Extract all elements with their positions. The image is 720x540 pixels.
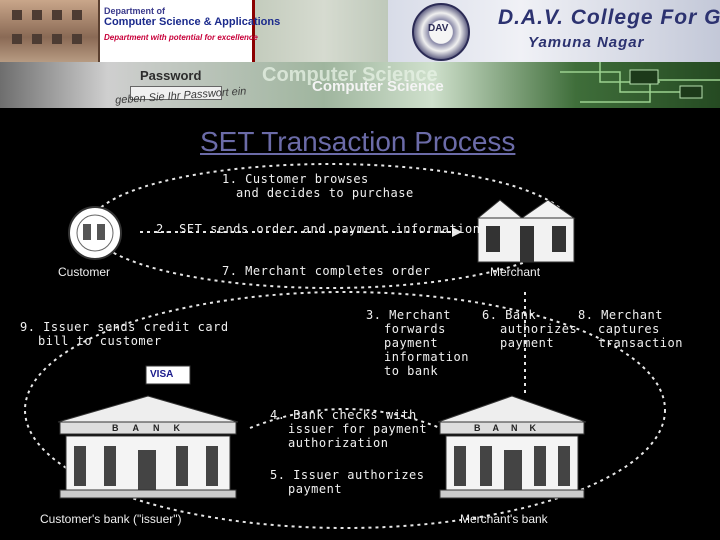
step-5: 5. Issuer authorizes [270, 468, 425, 482]
step-6c: payment [500, 336, 555, 350]
bank-link-arc [249, 408, 441, 429]
merchant-label: Merchant [490, 265, 541, 279]
college-city: Yamuna Nagar [528, 34, 645, 51]
college-header: DAV D.A.V. College For Girls Yamuna Naga… [388, 0, 720, 62]
step-3d: information [384, 350, 469, 364]
merchant-bank-icon [437, 395, 587, 499]
merchant-bank-label: Merchant's bank [460, 512, 548, 526]
step-5b: payment [288, 482, 343, 496]
step-3e: to bank [384, 364, 439, 378]
customer-bank-label: Customer's bank ("issuer") [40, 512, 182, 526]
password-label: Password [140, 68, 202, 83]
step-3b: forwards [384, 322, 446, 336]
step-8b: captures [598, 322, 660, 336]
step-6b: authorizes [500, 322, 578, 336]
step-4c: authorization [288, 436, 389, 450]
circuit-board-graphic [560, 62, 720, 103]
step-9b: bill to customer [38, 334, 162, 348]
customer-icon [68, 206, 122, 260]
header-banner: Department of Computer Science & Applica… [0, 0, 720, 108]
step-1: 1. Customer browses [222, 172, 369, 186]
department-logo: Department of Computer Science & Applica… [100, 0, 280, 62]
step-7: 7. Merchant completes order [222, 264, 431, 278]
seal-text: DAV [428, 23, 449, 34]
cs-text-2: Computer Science [312, 78, 444, 95]
cs-text-1: Computer Science [262, 64, 438, 86]
password-field-graphic [130, 86, 222, 100]
arrowhead [452, 227, 462, 237]
bank-lettering-2: BANK [474, 423, 548, 433]
step-9: 9. Issuer sends credit card [20, 320, 229, 334]
bank-lettering-1: BANK [112, 423, 194, 433]
customer-bank-icon [57, 395, 239, 499]
step-6: 6. Bank [482, 308, 537, 322]
banner-strip: Password geben Sie Ihr Passwort ein Comp… [0, 62, 720, 108]
visa-label: VISA [150, 369, 174, 380]
merchant-store-icon [476, 199, 576, 263]
college-seal: DAV [412, 3, 470, 61]
step-4: 4. Bank checks with [270, 408, 417, 422]
step-1b: and decides to purchase [236, 186, 414, 200]
step-8c: transaction [598, 336, 683, 350]
step-3: 3. Merchant [366, 308, 451, 322]
dept-tagline: Department with potential for excellence [104, 33, 258, 42]
college-name: D.A.V. College For Girls [498, 6, 720, 29]
dept-line1: Department of [104, 6, 166, 16]
dept-line2: Computer Science & Applications [104, 16, 281, 28]
step-2: 2. SET sends order and payment informati… [156, 222, 481, 236]
step-8: 8. Merchant [578, 308, 663, 322]
step-4b: issuer for payment [288, 422, 428, 436]
credit-card-icon [145, 365, 191, 385]
step-3c: payment [384, 336, 439, 350]
slide-title: SET Transaction Process [200, 126, 516, 157]
customer-label: Customer [58, 265, 111, 279]
college-building-photo [0, 0, 100, 62]
outer-flow-loop [24, 291, 666, 529]
